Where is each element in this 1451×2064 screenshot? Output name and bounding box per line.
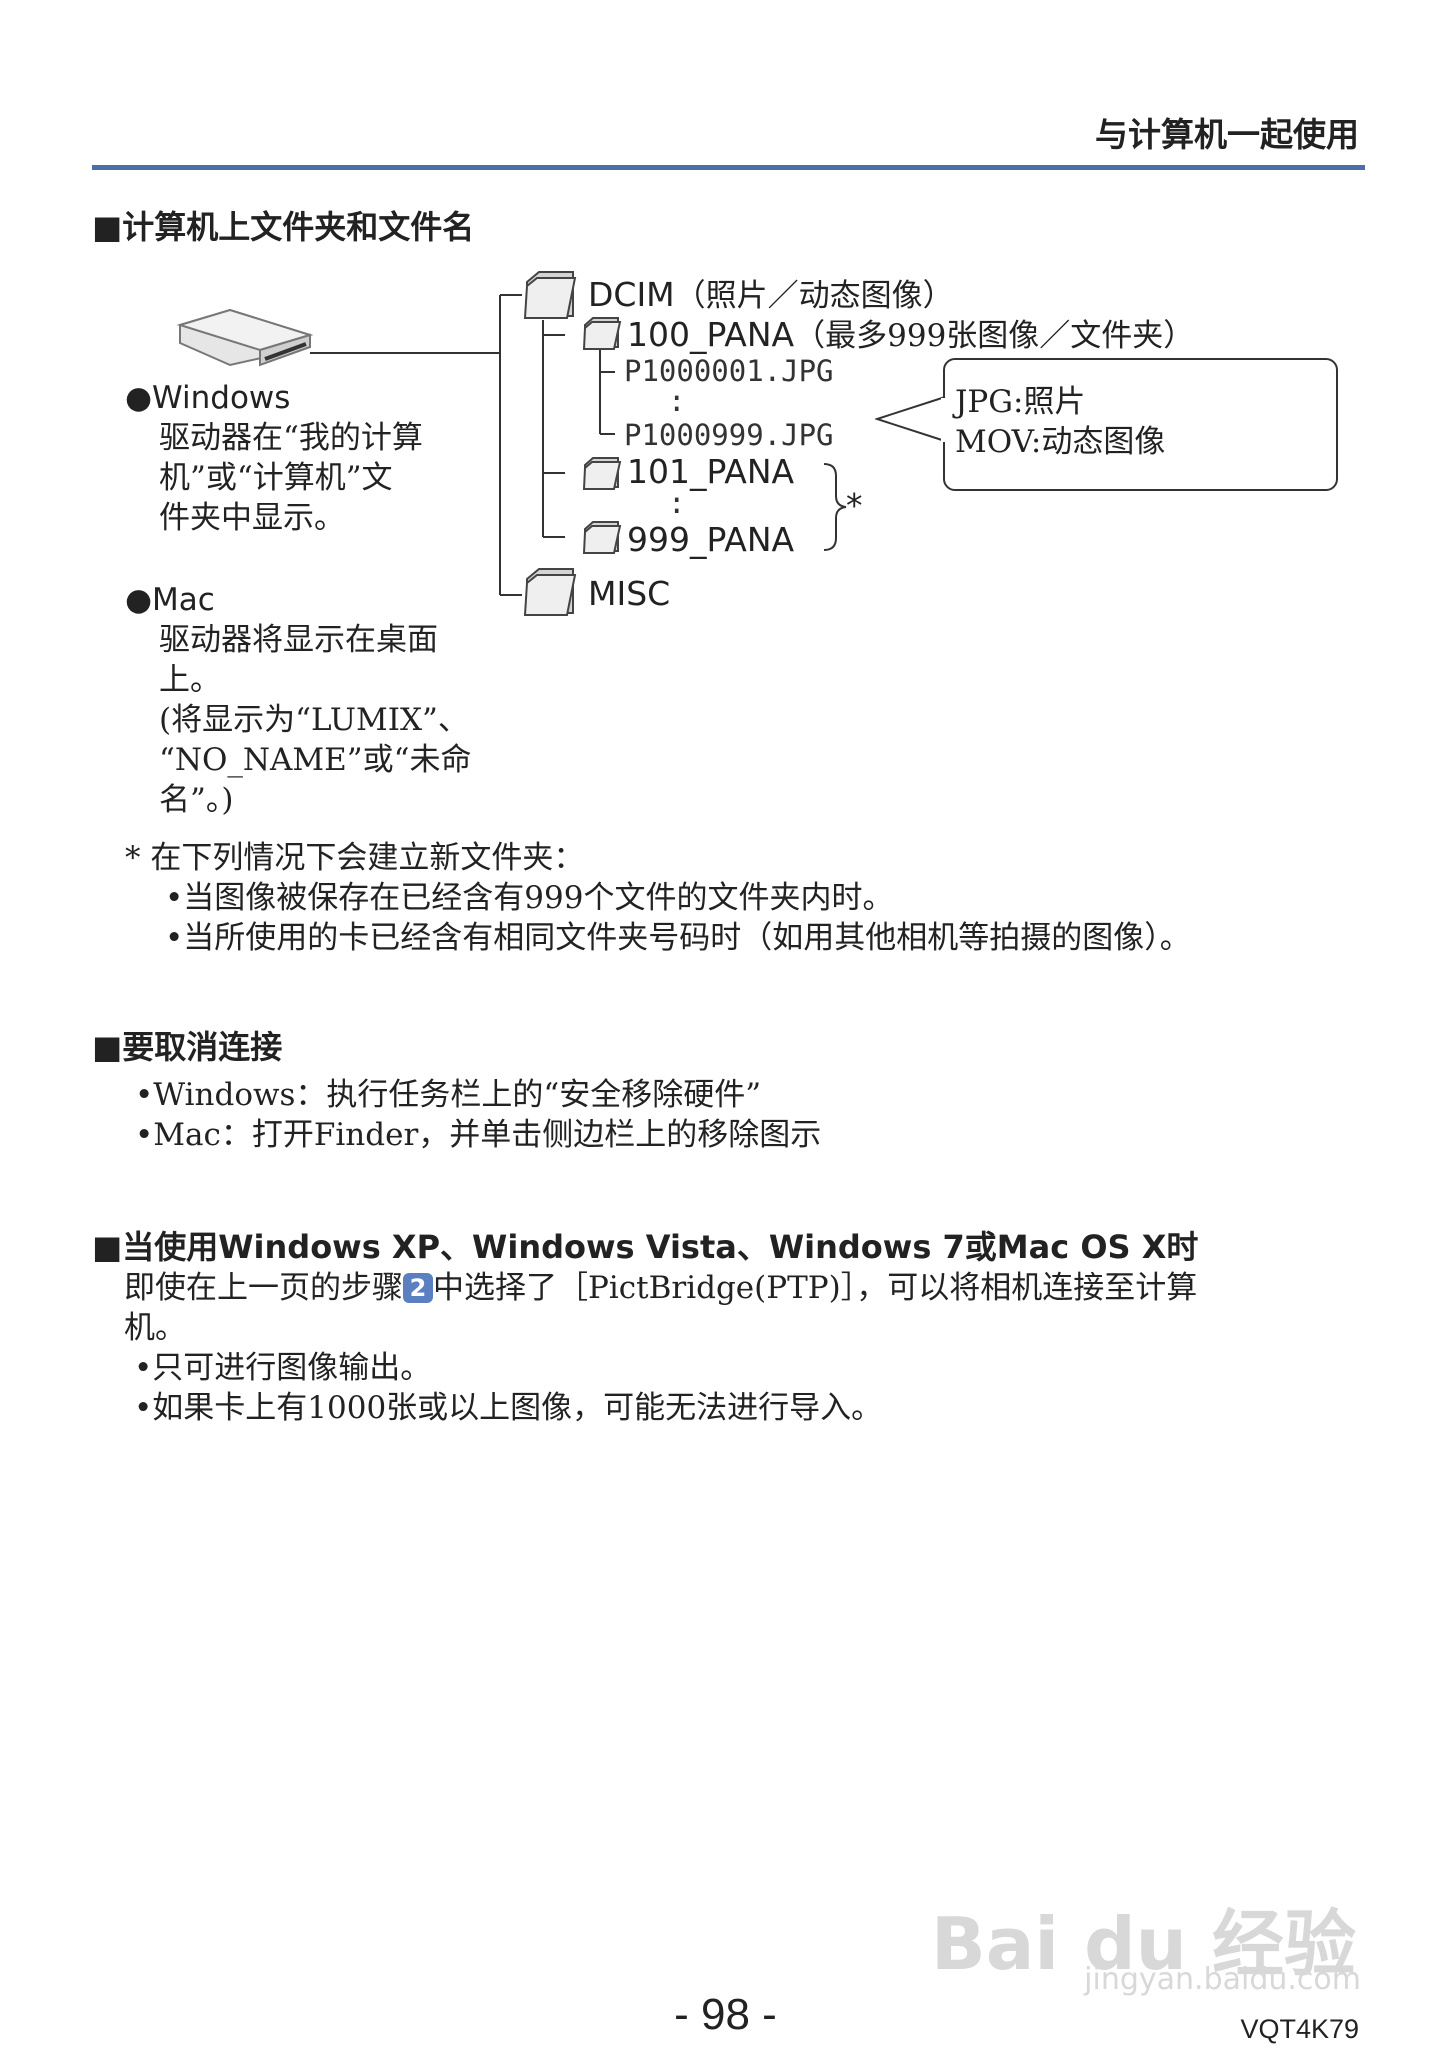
folder-100-note: （最多999张图像／文件夹） — [794, 318, 1195, 354]
file-ellipsis: : — [668, 384, 686, 418]
baidu-watermark-url: jingyan.baidu.com — [1084, 1962, 1361, 1997]
star-marker: * — [846, 486, 863, 525]
folder-ellipsis: : — [668, 486, 686, 520]
folder-101-label: 101_PANA — [627, 452, 795, 491]
folder-icon — [523, 271, 577, 319]
folder-icon — [523, 568, 577, 616]
folder-icon — [582, 457, 622, 490]
mac-block: ●Mac 驱动器将显示在桌面 上。 (将显示为“LUMIX”、 “NO_NAME… — [125, 582, 471, 820]
section-title-disconnect: ■要取消连接 — [92, 1028, 283, 1066]
os-para-before: 即使在上一页的步骤 — [124, 1270, 403, 1306]
document-code: VQT4K79 — [1240, 2014, 1359, 2044]
disconnect-list: •Windows：执行任务栏上的“安全移除硬件” •Mac：打开Finder，并… — [135, 1075, 821, 1155]
windows-block: ●Windows 驱动器在“我的计算 机”或“计算机”文 件夹中显示。 — [125, 380, 423, 538]
disconnect-item-windows: •Windows：执行任务栏上的“安全移除硬件” — [135, 1077, 762, 1113]
dcim-folder: DCIM（照片／动态图像） — [588, 270, 954, 315]
os-para-after: 中选择了［PictBridge(PTP)］，可以将相机连接至计算 — [433, 1270, 1198, 1306]
mac-line: 名”。) — [159, 782, 234, 818]
windows-line: 件夹中显示。 — [159, 500, 345, 536]
note-item: •当所使用的卡已经含有相同文件夹号码时（如用其他相机等拍摄的图像）。 — [165, 920, 1191, 956]
note-intro: * 在下列情况下会建立新文件夹： — [125, 840, 585, 876]
folder-icon — [582, 521, 622, 554]
page-number: - 98 - — [674, 1990, 777, 2039]
step-2-badge: 2 — [403, 1273, 433, 1303]
mac-line: (将显示为“LUMIX”、 — [159, 702, 469, 738]
mac-line: “NO_NAME”或“未命 — [159, 742, 472, 778]
file-last: P1000999.JPG — [624, 418, 834, 452]
mac-desc: 驱动器将显示在桌面 上。 (将显示为“LUMIX”、 “NO_NAME”或“未命… — [159, 620, 471, 820]
windows-line: 驱动器在“我的计算 — [159, 420, 423, 456]
os-para-line2: 机。 — [124, 1310, 186, 1346]
new-folder-note: * 在下列情况下会建立新文件夹： •当图像被保存在已经含有999个文件的文件夹内… — [125, 838, 1191, 958]
os-item: •只可进行图像输出。 — [134, 1350, 432, 1386]
callout-pointer — [875, 396, 946, 442]
windows-line: 机”或“计算机”文 — [159, 460, 393, 496]
note-item: •当图像被保存在已经含有999个文件的文件夹内时。 — [165, 880, 894, 916]
windows-desc: 驱动器在“我的计算 机”或“计算机”文 件夹中显示。 — [159, 418, 423, 538]
callout-line-jpg: JPG:照片 — [955, 384, 1086, 420]
brace-icon — [823, 463, 847, 551]
header-rule — [92, 165, 1365, 170]
callout-gap — [941, 398, 947, 442]
folder-100-pana: 100_PANA（最多999张图像／文件夹） — [627, 310, 1194, 355]
file-branch-lines — [599, 350, 615, 435]
page-header-title: 与计算机一起使用 — [1095, 115, 1359, 154]
mac-label: ●Mac — [125, 582, 215, 618]
section-title-folders: ■计算机上文件夹和文件名 — [92, 208, 475, 246]
card-drive-icon — [176, 308, 314, 367]
mac-line: 上。 — [159, 662, 221, 698]
baidu-watermark-logo: Bai du 经验 — [930, 1902, 1356, 1986]
folder-tree-diagram — [176, 294, 565, 596]
dcim-label: DCIM — [588, 275, 675, 314]
windows-label: ●Windows — [125, 380, 291, 416]
dcim-note: （照片／动态图像） — [674, 278, 954, 314]
file-first: P1000001.JPG — [624, 354, 834, 388]
disconnect-item-mac: •Mac：打开Finder，并单击侧边栏上的移除图示 — [135, 1117, 822, 1153]
file-type-callout: JPG:照片 MOV:动态图像 — [943, 358, 1338, 491]
folder-100-label: 100_PANA — [627, 315, 795, 354]
callout-line-mov: MOV:动态图像 — [955, 424, 1166, 460]
misc-folder-label: MISC — [588, 574, 671, 613]
folder-icon — [582, 317, 622, 350]
section-title-os: ■当使用Windows XP、Windows Vista、Windows 7或M… — [92, 1228, 1199, 1266]
mac-line: 驱动器将显示在桌面 — [159, 622, 438, 658]
os-item: •如果卡上有1000张或以上图像，可能无法进行导入。 — [134, 1390, 883, 1426]
folder-999-label: 999_PANA — [627, 520, 795, 559]
